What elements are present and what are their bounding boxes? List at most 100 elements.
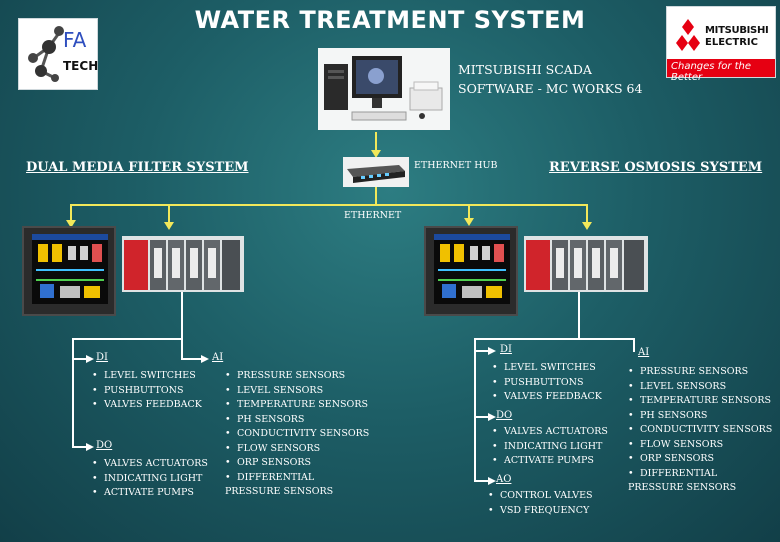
left-di-list: LEVEL SWITCHES PUSHBUTTONS VALVES FEEDBA… xyxy=(92,369,202,413)
hub-to-bus-line xyxy=(375,187,377,205)
right-di-label: DI xyxy=(500,344,512,355)
left-do-branch xyxy=(72,446,88,448)
list-item: LEVEL SWITCHES xyxy=(492,361,602,376)
right-di-branch xyxy=(474,350,490,352)
left-ai-label: AI xyxy=(212,352,224,363)
list-item: PUSHBUTTONS xyxy=(492,376,602,391)
left-plc-rack-image xyxy=(122,236,244,292)
left-ai-drop xyxy=(181,338,183,358)
arrow-down-icon xyxy=(371,150,381,158)
electric-text: ELECTRIC xyxy=(705,37,758,48)
ethernet-hub-label: ETHERNET HUB xyxy=(414,160,498,171)
arrow-down-icon xyxy=(66,220,76,228)
ethernet-bus-line xyxy=(70,204,588,206)
drop-right-plc xyxy=(586,204,588,226)
right-ao-label: AO xyxy=(496,474,512,485)
list-item: CONTROL VALVES xyxy=(488,489,593,504)
mitsubishi-electric-logo: MITSUBISHI ELECTRIC Changes for the Bett… xyxy=(666,6,776,83)
list-item: DIFFERENTIAL PRESSURE SENSORS xyxy=(225,471,365,500)
right-plc-down-line xyxy=(578,292,580,338)
drop-left-plc xyxy=(168,204,170,226)
list-item: CONDUCTIVITY SENSORS xyxy=(628,423,772,438)
arrow-down-icon xyxy=(464,218,474,226)
arrow-right-icon xyxy=(488,477,496,485)
left-di-label: DI xyxy=(96,352,108,363)
tech-text: TECH xyxy=(63,59,99,73)
list-item: PRESSURE SENSORS xyxy=(225,369,369,384)
drop-right-hmi xyxy=(468,204,470,222)
left-io-trunk-line xyxy=(72,338,74,446)
left-plc-down-line xyxy=(181,292,183,338)
right-do-list: VALVES ACTUATORS INDICATING LIGHT ACTIVA… xyxy=(492,425,608,469)
left-io-bus-line xyxy=(72,338,182,340)
list-item: VSD FREQUENCY xyxy=(488,504,593,519)
scada-caption-line1: MITSUBISHI SCADA xyxy=(458,62,592,77)
left-do-label: DO xyxy=(96,440,113,451)
list-item: VALVES FEEDBACK xyxy=(92,398,202,413)
list-item: DIFFERENTIAL PRESSURE SENSORS xyxy=(628,467,768,496)
tagline-bar xyxy=(667,59,775,77)
arrow-right-icon xyxy=(201,355,209,363)
left-do-list: VALVES ACTUATORS INDICATING LIGHT ACTIVA… xyxy=(92,457,208,501)
mitsubishi-text: MITSUBISHI xyxy=(705,25,769,36)
right-ai-label: AI xyxy=(638,347,650,358)
right-io-trunk-line xyxy=(474,338,476,480)
reverse-osmosis-heading: REVERSE OSMOSIS SYSTEM xyxy=(549,160,763,175)
list-item: PRESSURE SENSORS xyxy=(628,365,772,380)
ethernet-hub-image xyxy=(343,157,409,187)
list-item: PH SENSORS xyxy=(628,409,772,424)
list-item: TEMPERATURE SENSORS xyxy=(628,394,772,409)
list-item: PUSHBUTTONS xyxy=(92,384,202,399)
list-item: VALVES ACTUATORS xyxy=(92,457,208,472)
right-ao-list: CONTROL VALVES VSD FREQUENCY xyxy=(488,489,593,518)
three-diamonds-icon xyxy=(676,19,700,51)
list-item: VALVES FEEDBACK xyxy=(492,390,602,405)
arrow-right-icon xyxy=(488,347,496,355)
left-hmi-panel-image xyxy=(22,226,116,316)
right-io-bus-line xyxy=(474,338,634,340)
page-title: WATER TREATMENT SYSTEM xyxy=(194,6,586,34)
arrow-down-icon xyxy=(582,222,592,230)
right-do-label: DO xyxy=(496,410,513,421)
list-item: FLOW SENSORS xyxy=(628,438,772,453)
list-item: FLOW SENSORS xyxy=(225,442,369,457)
list-item: LEVEL SENSORS xyxy=(628,380,772,395)
dual-media-filter-heading: DUAL MEDIA FILTER SYSTEM xyxy=(26,160,249,175)
left-di-branch xyxy=(72,358,88,360)
scada-workstation-image xyxy=(318,48,450,130)
right-di-list: LEVEL SWITCHES PUSHBUTTONS VALVES FEEDBA… xyxy=(492,361,602,405)
scada-to-hub-line xyxy=(375,132,377,154)
list-item: INDICATING LIGHT xyxy=(492,440,608,455)
right-ai-list: PRESSURE SENSORS LEVEL SENSORS TEMPERATU… xyxy=(628,365,772,496)
list-item: ORP SENSORS xyxy=(225,456,369,471)
list-item: LEVEL SWITCHES xyxy=(92,369,202,384)
ethernet-label: ETHERNET xyxy=(344,210,402,221)
scada-caption-line2: SOFTWARE - MC WORKS 64 xyxy=(458,81,643,96)
fa-text: FA xyxy=(63,28,87,52)
right-ao-branch xyxy=(474,480,490,482)
right-do-branch xyxy=(474,416,490,418)
list-item: CONDUCTIVITY SENSORS xyxy=(225,427,369,442)
molecule-icon xyxy=(28,26,64,82)
left-ai-branch xyxy=(181,358,203,360)
list-item: VALVES ACTUATORS xyxy=(492,425,608,440)
scada-caption: MITSUBISHI SCADA SOFTWARE - MC WORKS 64 xyxy=(458,60,658,98)
list-item: INDICATING LIGHT xyxy=(92,472,208,487)
fa-tech-logo: FA TECH xyxy=(18,18,98,90)
right-plc-rack-image xyxy=(524,236,648,292)
left-ai-list: PRESSURE SENSORS LEVEL SENSORS TEMPERATU… xyxy=(225,369,369,500)
list-item: TEMPERATURE SENSORS xyxy=(225,398,369,413)
list-item: LEVEL SENSORS xyxy=(225,384,369,399)
list-item: ORP SENSORS xyxy=(628,452,772,467)
list-item: ACTIVATE PUMPS xyxy=(92,486,208,501)
drop-left-hmi xyxy=(70,204,72,224)
list-item: PH SENSORS xyxy=(225,413,369,428)
arrow-right-icon xyxy=(86,443,94,451)
list-item: ACTIVATE PUMPS xyxy=(492,454,608,469)
right-hmi-panel-image xyxy=(424,226,518,316)
mitsubishi-tagline: Changes for the Better xyxy=(671,61,752,83)
arrow-right-icon xyxy=(86,355,94,363)
arrow-down-icon xyxy=(164,222,174,230)
arrow-right-icon xyxy=(488,413,496,421)
right-ai-drop xyxy=(633,338,635,352)
